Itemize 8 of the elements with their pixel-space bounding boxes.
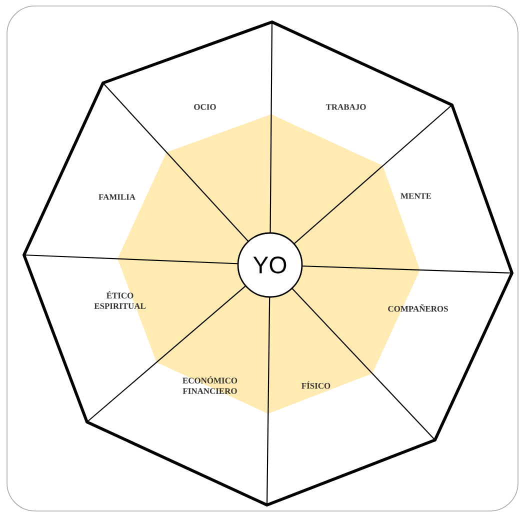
segment-label: COMPAÑEROS — [388, 304, 448, 312]
segment-label: TRABAJO — [326, 104, 366, 110]
segment-label: FÍSICO — [302, 381, 330, 389]
segment-label: OCIO — [194, 104, 216, 110]
segment-label: ECONÓMICO FINANCIERO — [182, 376, 238, 394]
segment-label: FAMILIA — [98, 194, 136, 200]
segment-label: MENTE — [400, 193, 432, 199]
segment-label: ÉTICO ESPIRITUAL — [94, 291, 146, 309]
